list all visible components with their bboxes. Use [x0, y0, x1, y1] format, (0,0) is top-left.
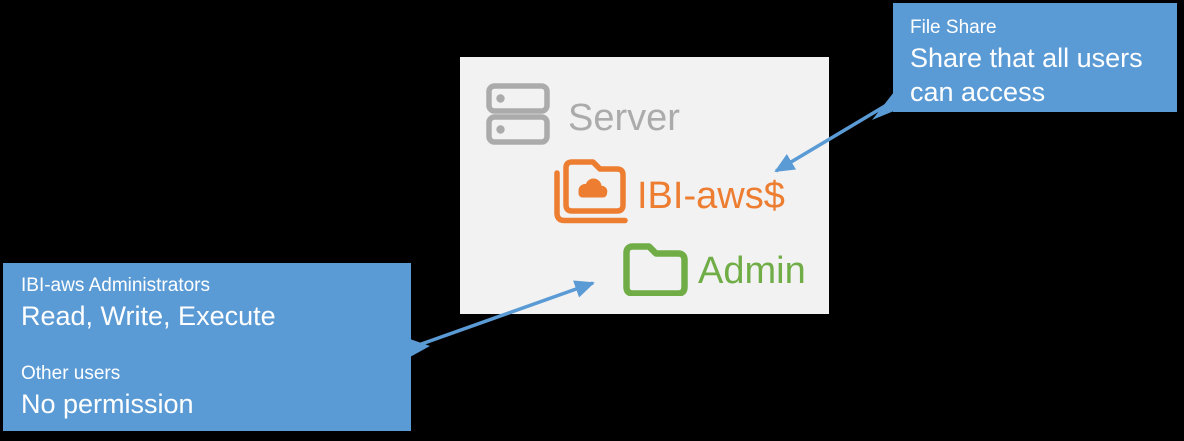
folder-icon	[623, 243, 688, 296]
server-box: Server IBI-aws$ Admin	[460, 57, 829, 314]
admin-group-name: IBI-aws Administrators	[21, 275, 210, 296]
file-share-callout-line2: can access	[910, 77, 1046, 107]
callout-file-share: File Share Share that all users can acce…	[893, 3, 1177, 112]
other-users-rights: No permission	[21, 389, 194, 419]
server-row: Server	[486, 83, 680, 145]
server-icon	[486, 83, 550, 145]
file-share-callout-title: File Share	[910, 17, 997, 38]
other-users-name: Other users	[21, 363, 121, 384]
file-share-callout-line1: Share that all users	[910, 43, 1143, 73]
permissions-callout-tail	[410, 339, 430, 357]
admin-folder-row: Admin	[620, 243, 806, 296]
admin-folder-name: Admin	[698, 249, 806, 292]
callout-permissions: IBI-aws Administrators Read, Write, Exec…	[3, 263, 411, 431]
file-share-name: IBI-aws$	[637, 175, 785, 217]
shared-folder-cloud-icon	[554, 159, 628, 224]
file-share-row: IBI-aws$	[552, 157, 785, 225]
file-share-callout-tail	[872, 92, 894, 120]
server-label: Server	[568, 97, 680, 139]
callout-spacer	[21, 333, 403, 360]
cloud-glyph	[578, 178, 608, 198]
admin-group-rights: Read, Write, Execute	[21, 301, 276, 331]
